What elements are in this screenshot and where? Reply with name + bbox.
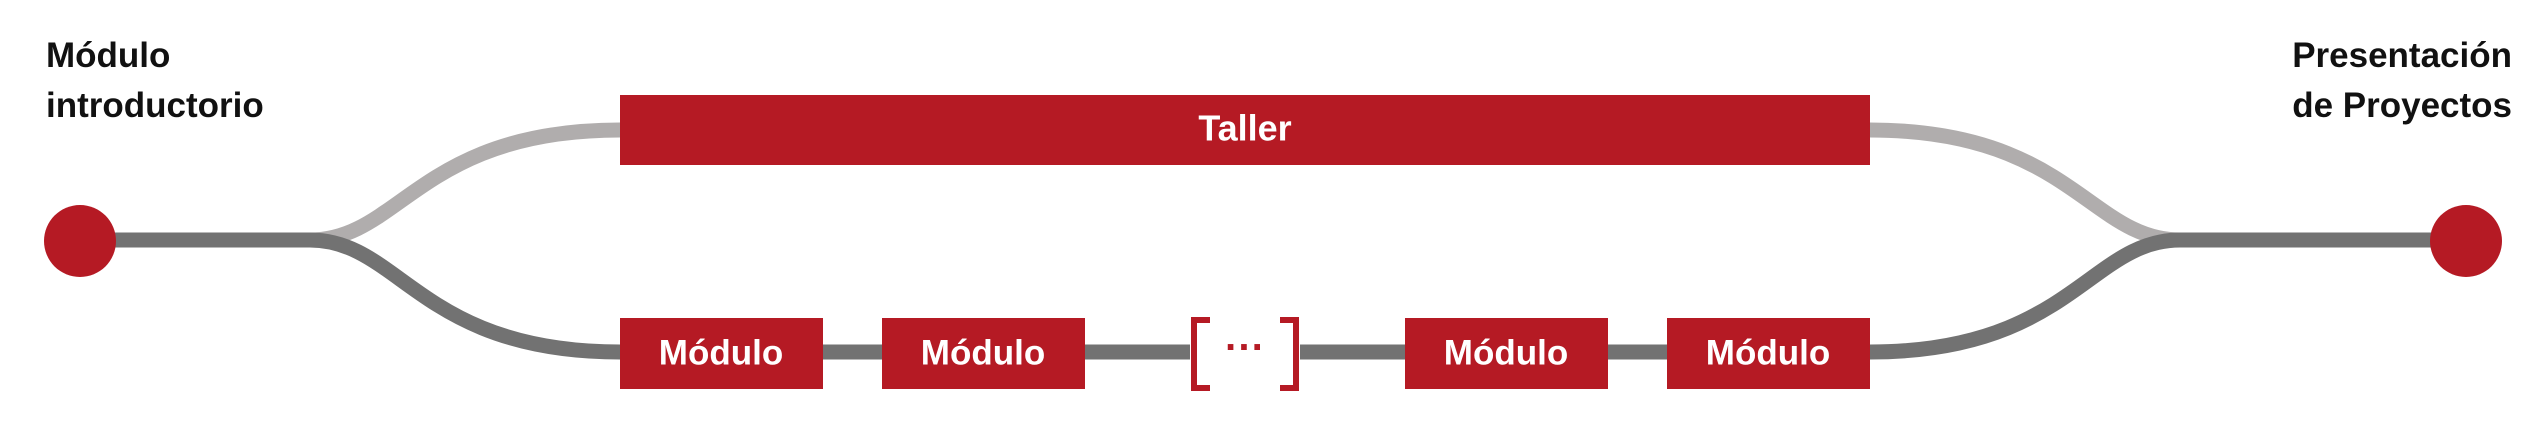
module-label-2: Módulo [921, 333, 1045, 372]
ellipsis-placeholder: ··· [1190, 317, 1300, 391]
module-label-1: Módulo [659, 333, 783, 372]
ellipsis-dots: ··· [1225, 326, 1265, 370]
end-label: Presentación de Proyectos [2292, 31, 2512, 131]
end-node [2430, 205, 2502, 277]
end-label-line-1: Presentación [2292, 36, 2512, 75]
module-label-3: Módulo [1444, 333, 1568, 372]
module-label-4: Módulo [1706, 333, 1830, 372]
start-label-line-2: introductorio [46, 86, 264, 125]
module-box-4 [1667, 318, 1870, 389]
module-box-3 [1405, 318, 1608, 389]
module-box-2 [882, 318, 1085, 389]
start-node [44, 205, 116, 277]
left-bracket [1191, 317, 1210, 391]
right-bracket [1280, 317, 1299, 391]
end-label-line-2: de Proyectos [2292, 86, 2512, 125]
start-label-line-1: Módulo [46, 36, 171, 75]
workshop-bar [620, 95, 1870, 165]
module-box-1 [620, 318, 823, 389]
workshop-label: Taller [1198, 108, 1291, 149]
start-label: Módulo introductorio [46, 31, 264, 131]
